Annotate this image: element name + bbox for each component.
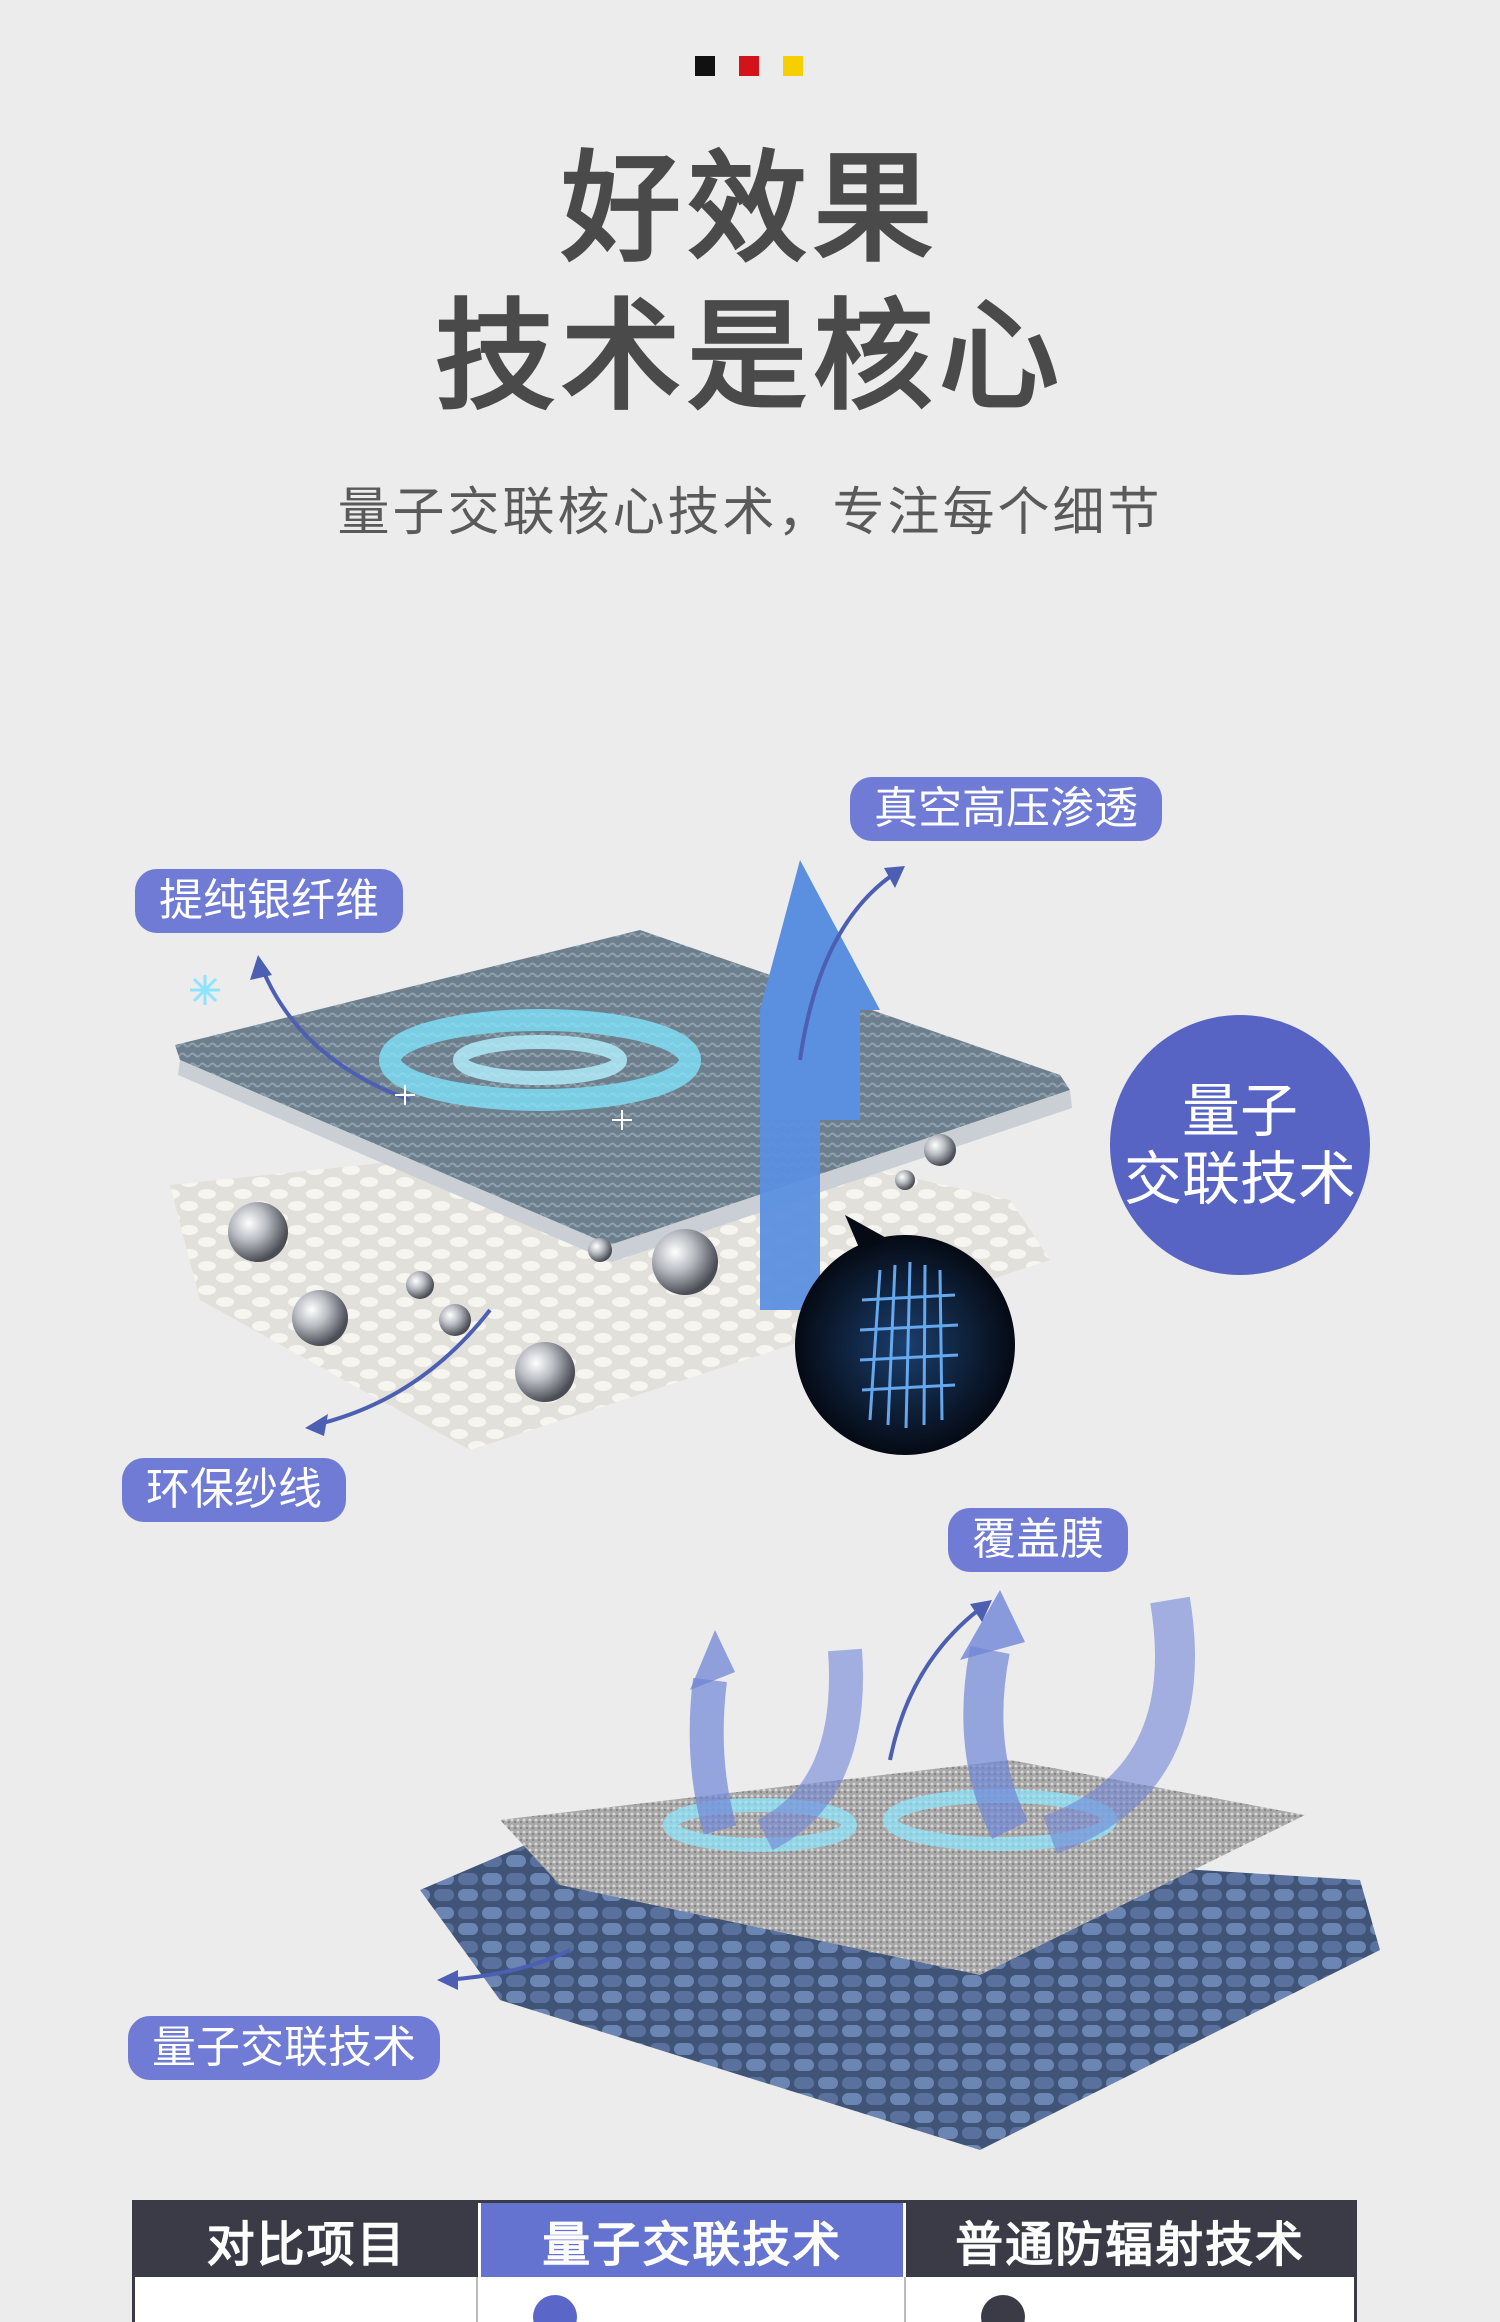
quantum-badge: 量子 交联技术: [1110, 1015, 1370, 1275]
header-compare-item: 对比项目: [135, 2203, 479, 2277]
indicator-dot: [981, 2295, 1026, 2322]
table-cell: [135, 2277, 479, 2322]
flag-black: [695, 56, 715, 76]
comparison-table: 对比项目 量子交联技术 普通防辐射技术: [132, 2200, 1357, 2322]
table-cell: [906, 2277, 1354, 2322]
header-ordinary: 普通防辐射技术: [906, 2203, 1354, 2277]
headline-line-2: 技术是核心: [435, 288, 1065, 427]
badge-line-2: 交联技术: [1123, 1145, 1356, 1213]
snowflake-icon: [190, 975, 220, 1005]
label-quantum-crosslink: 量子交联技术: [128, 2016, 440, 2080]
label-vacuum-infusion: 真空高压渗透: [850, 777, 1162, 841]
flag-yellow: [783, 56, 803, 76]
flag-red: [739, 56, 759, 76]
label-membrane: 覆盖膜: [948, 1508, 1128, 1572]
badge-line-1: 量子: [1181, 1077, 1298, 1145]
label-eco-yarn: 环保纱线: [122, 1458, 346, 1522]
subtitle: 量子交联核心技术，专注每个细节: [337, 483, 1163, 543]
table-row: [135, 2277, 1354, 2322]
indicator-dot: [533, 2295, 578, 2322]
flag-marks: [695, 56, 803, 76]
table-cell: [478, 2277, 907, 2322]
label-silver-fiber: 提纯银纤维: [135, 869, 403, 933]
header-quantum: 量子交联技术: [478, 2203, 907, 2277]
table-header-row: 对比项目 量子交联技术 普通防辐射技术: [135, 2203, 1354, 2277]
headline-line-1: 好效果: [561, 140, 939, 279]
